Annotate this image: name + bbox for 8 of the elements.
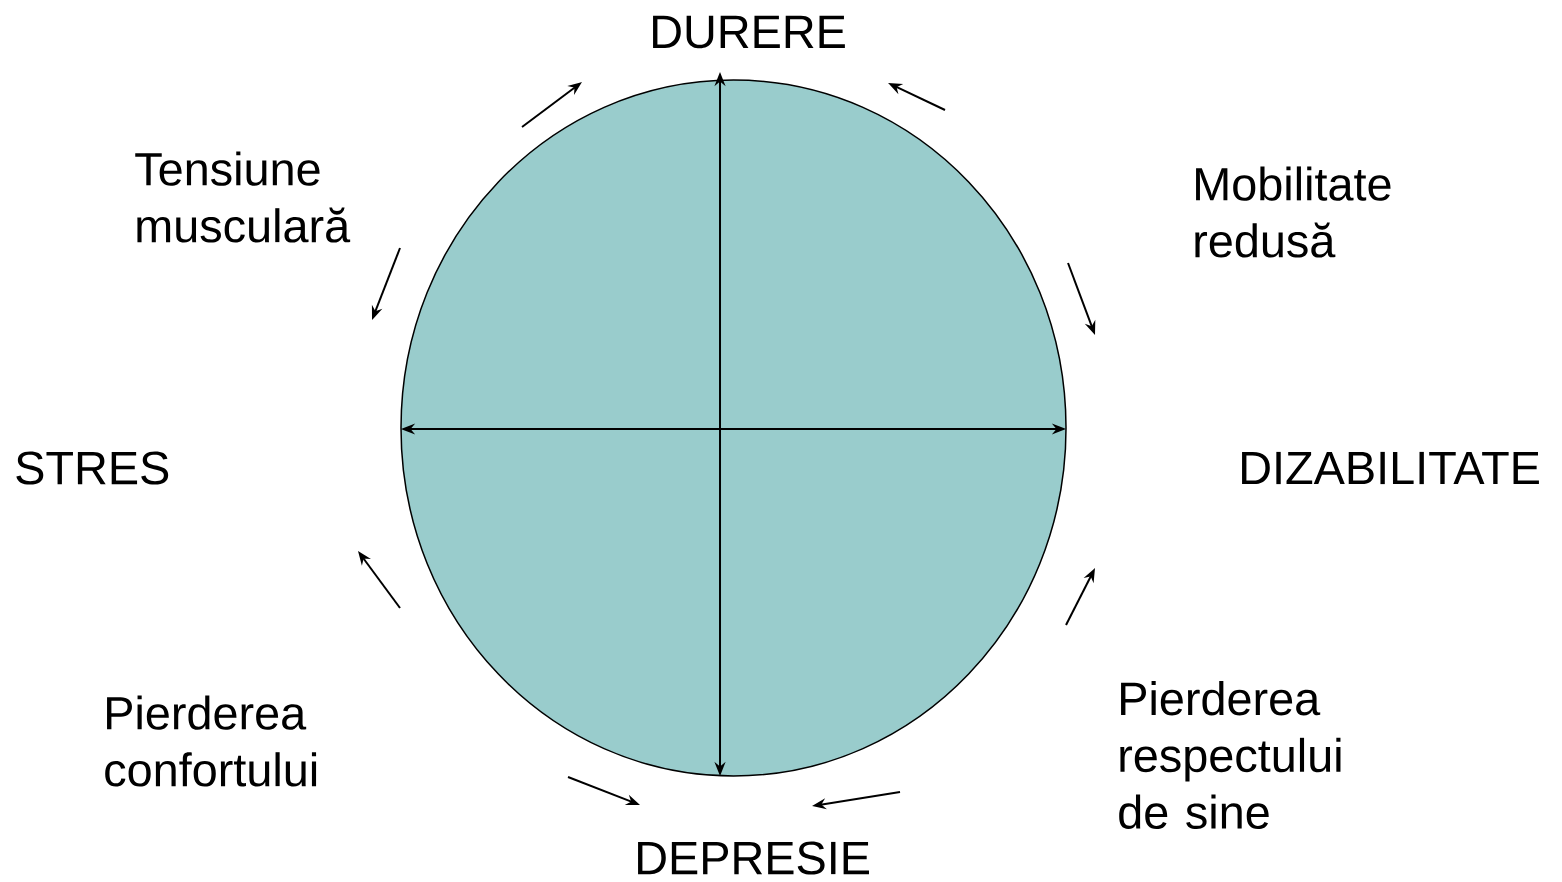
text-label: DURERE <box>653 15 845 49</box>
text-label: Mobilitate redusă <box>1195 166 1391 258</box>
text-label: Pierderea respectului de sine <box>1119 681 1341 829</box>
text-label: Tensiune musculară <box>135 151 351 243</box>
text-label: DIZABILITATE <box>1242 451 1539 485</box>
text-label: Pierderea confortului <box>105 695 317 787</box>
text-label: DEPRESIE <box>638 841 869 875</box>
text-label: STRES <box>16 451 169 485</box>
